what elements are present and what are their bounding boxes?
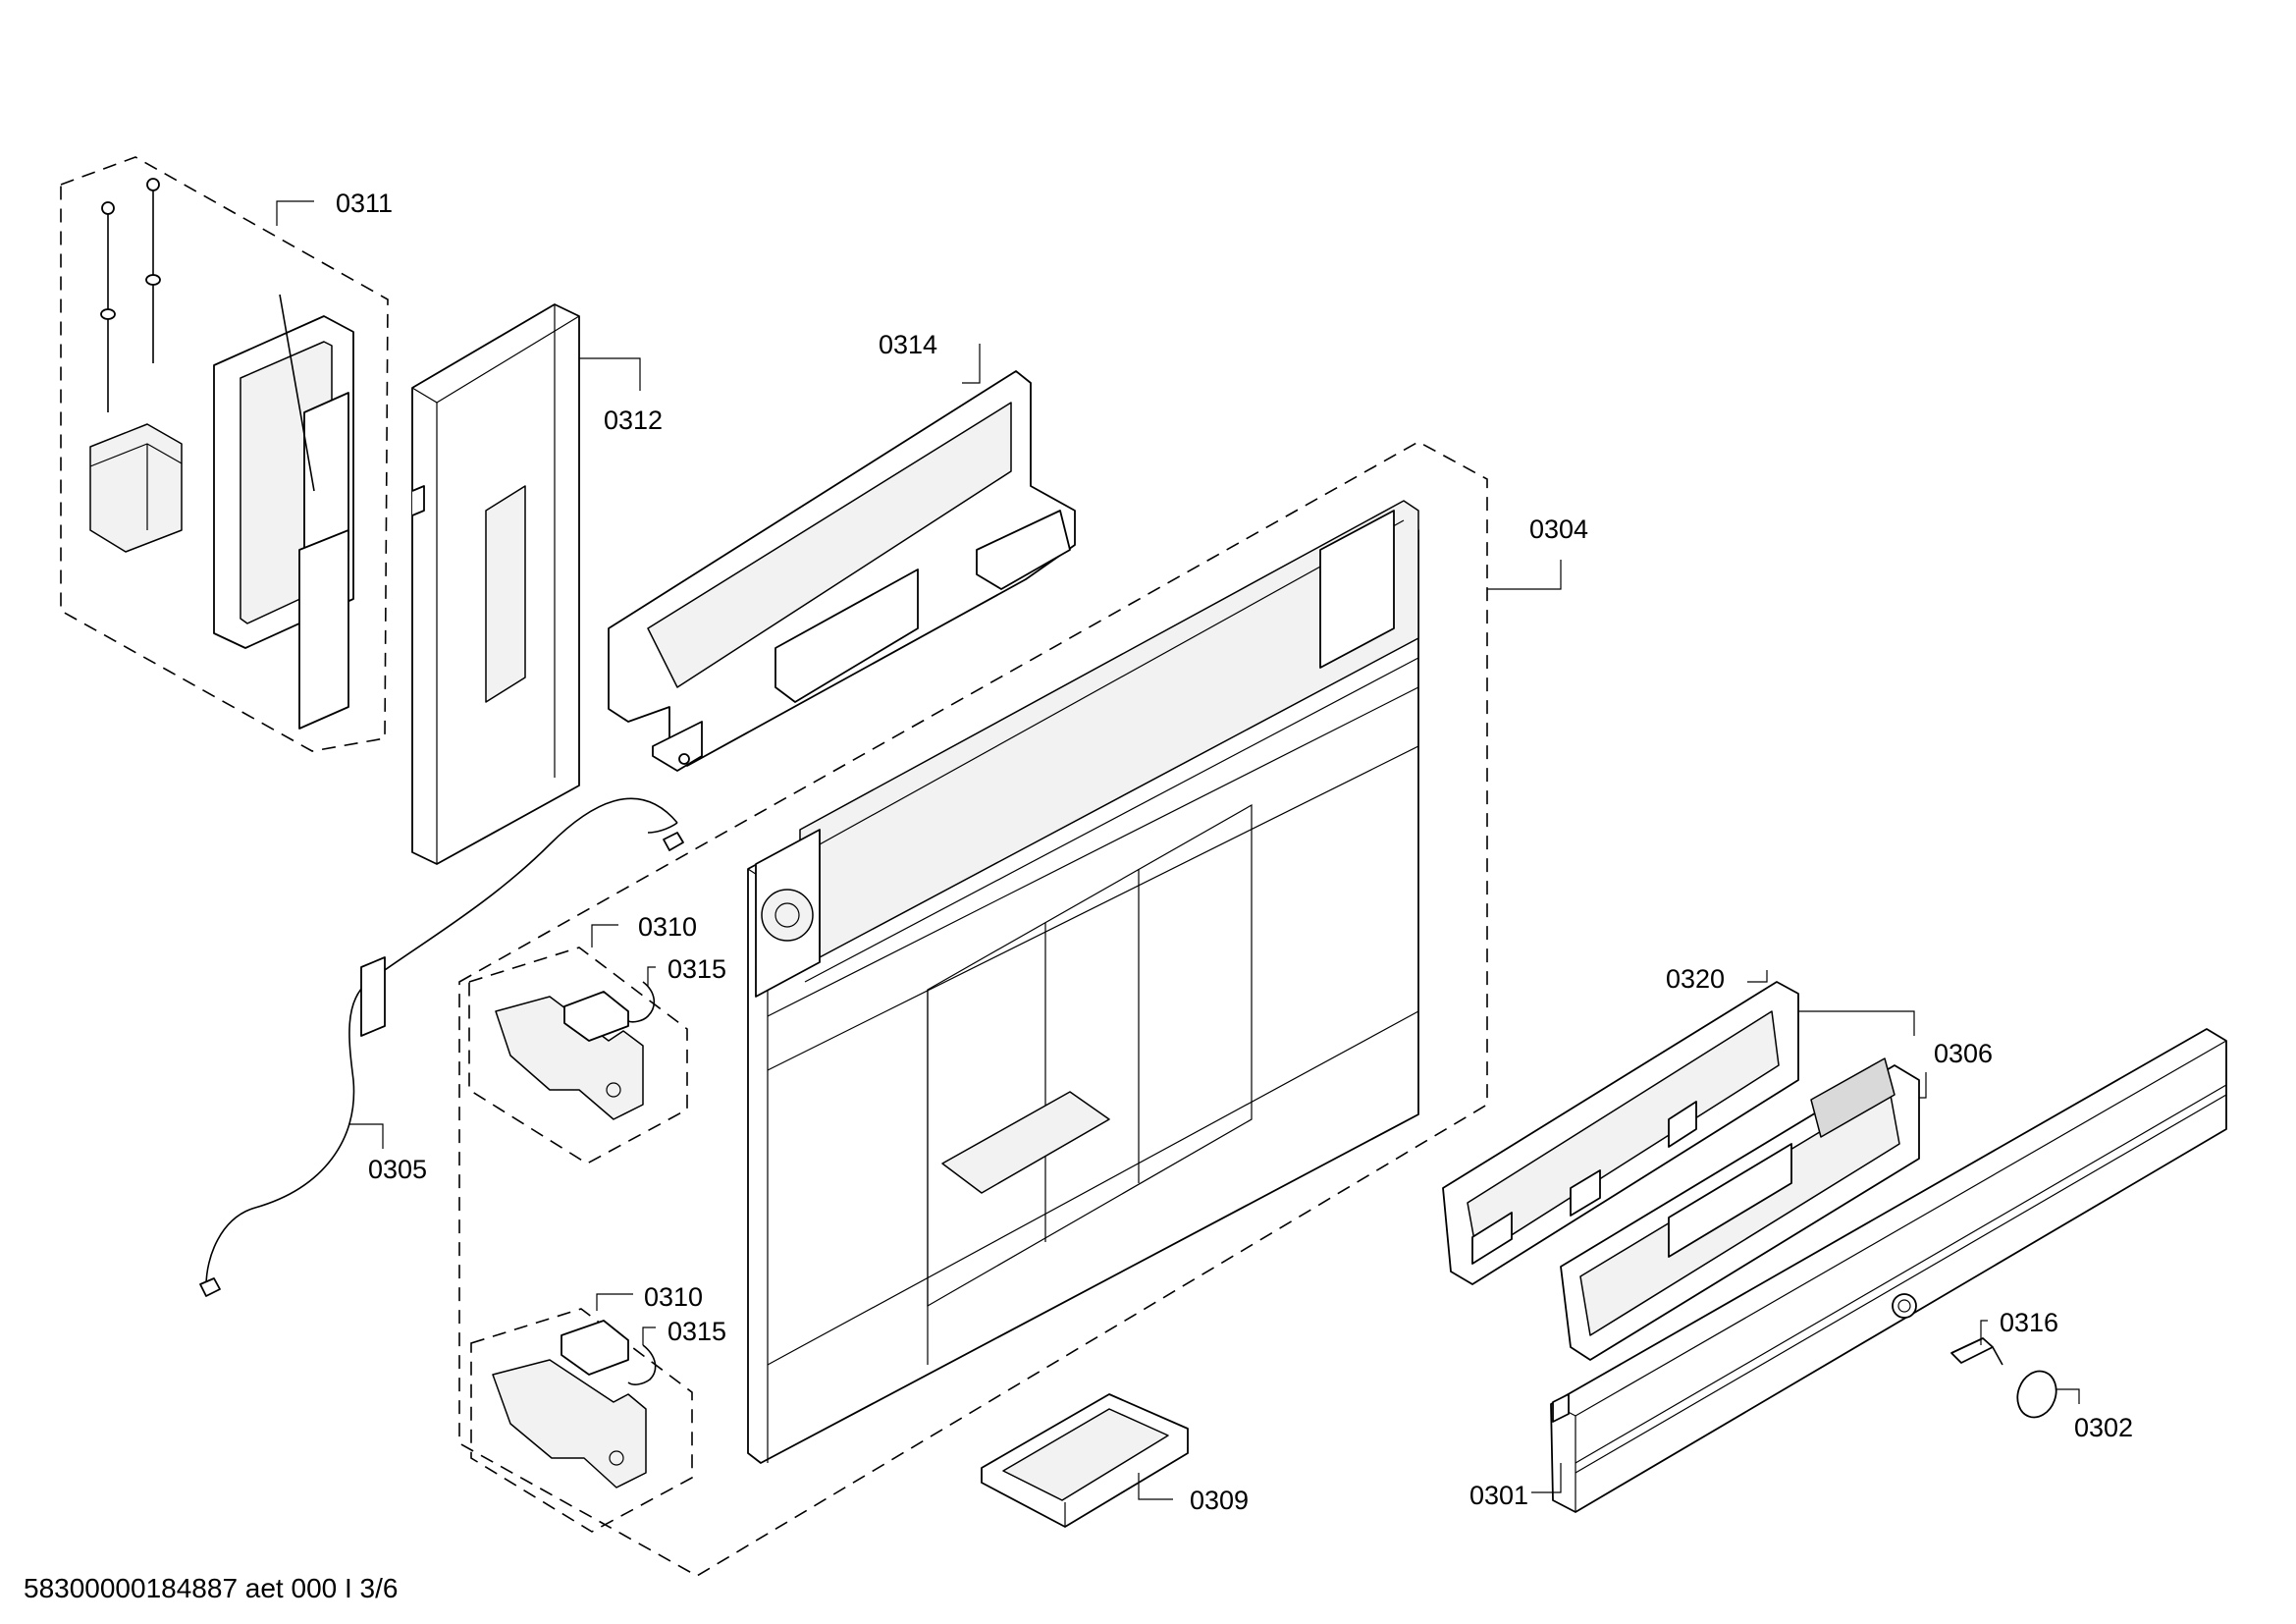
part-0312: 0312 bbox=[411, 303, 663, 865]
part-0305: 0305 bbox=[199, 797, 684, 1297]
part-0306: 0306 bbox=[1560, 1010, 1993, 1361]
label-0316: 0316 bbox=[2000, 1308, 2058, 1337]
label-0314: 0314 bbox=[879, 330, 937, 359]
label-0301: 0301 bbox=[1469, 1481, 1528, 1510]
label-0320: 0320 bbox=[1666, 964, 1725, 994]
label-0315-upper: 0315 bbox=[667, 954, 726, 984]
label-0310-lower: 0310 bbox=[644, 1282, 703, 1312]
hinge-group-upper: 0310 0315 bbox=[468, 912, 726, 1164]
label-0309: 0309 bbox=[1190, 1486, 1249, 1515]
label-0305: 0305 bbox=[368, 1155, 427, 1184]
label-0304: 0304 bbox=[1529, 514, 1588, 544]
group-0311: 0311 bbox=[60, 156, 393, 752]
hinge-group-lower: 0310 0315 bbox=[470, 1282, 726, 1533]
label-0302: 0302 bbox=[2074, 1413, 2133, 1442]
part-0320: 0320 bbox=[1442, 964, 1799, 1285]
group-0304: 0304 bbox=[458, 441, 1588, 1577]
label-0310-upper: 0310 bbox=[638, 912, 697, 942]
part-0314: 0314 bbox=[608, 330, 1076, 772]
label-0306: 0306 bbox=[1934, 1039, 1993, 1068]
part-0301: 0301 bbox=[1469, 1028, 2227, 1513]
label-0315-lower: 0315 bbox=[667, 1317, 726, 1346]
label-0312: 0312 bbox=[604, 406, 663, 435]
document-id: 58300000184887 aet 000 I 3/6 bbox=[24, 1573, 398, 1603]
part-0309: 0309 bbox=[981, 1393, 1249, 1528]
label-0311: 0311 bbox=[336, 189, 393, 218]
part-0316: 0316 bbox=[1950, 1308, 2058, 1366]
part-0302: 0302 bbox=[2016, 1370, 2133, 1442]
